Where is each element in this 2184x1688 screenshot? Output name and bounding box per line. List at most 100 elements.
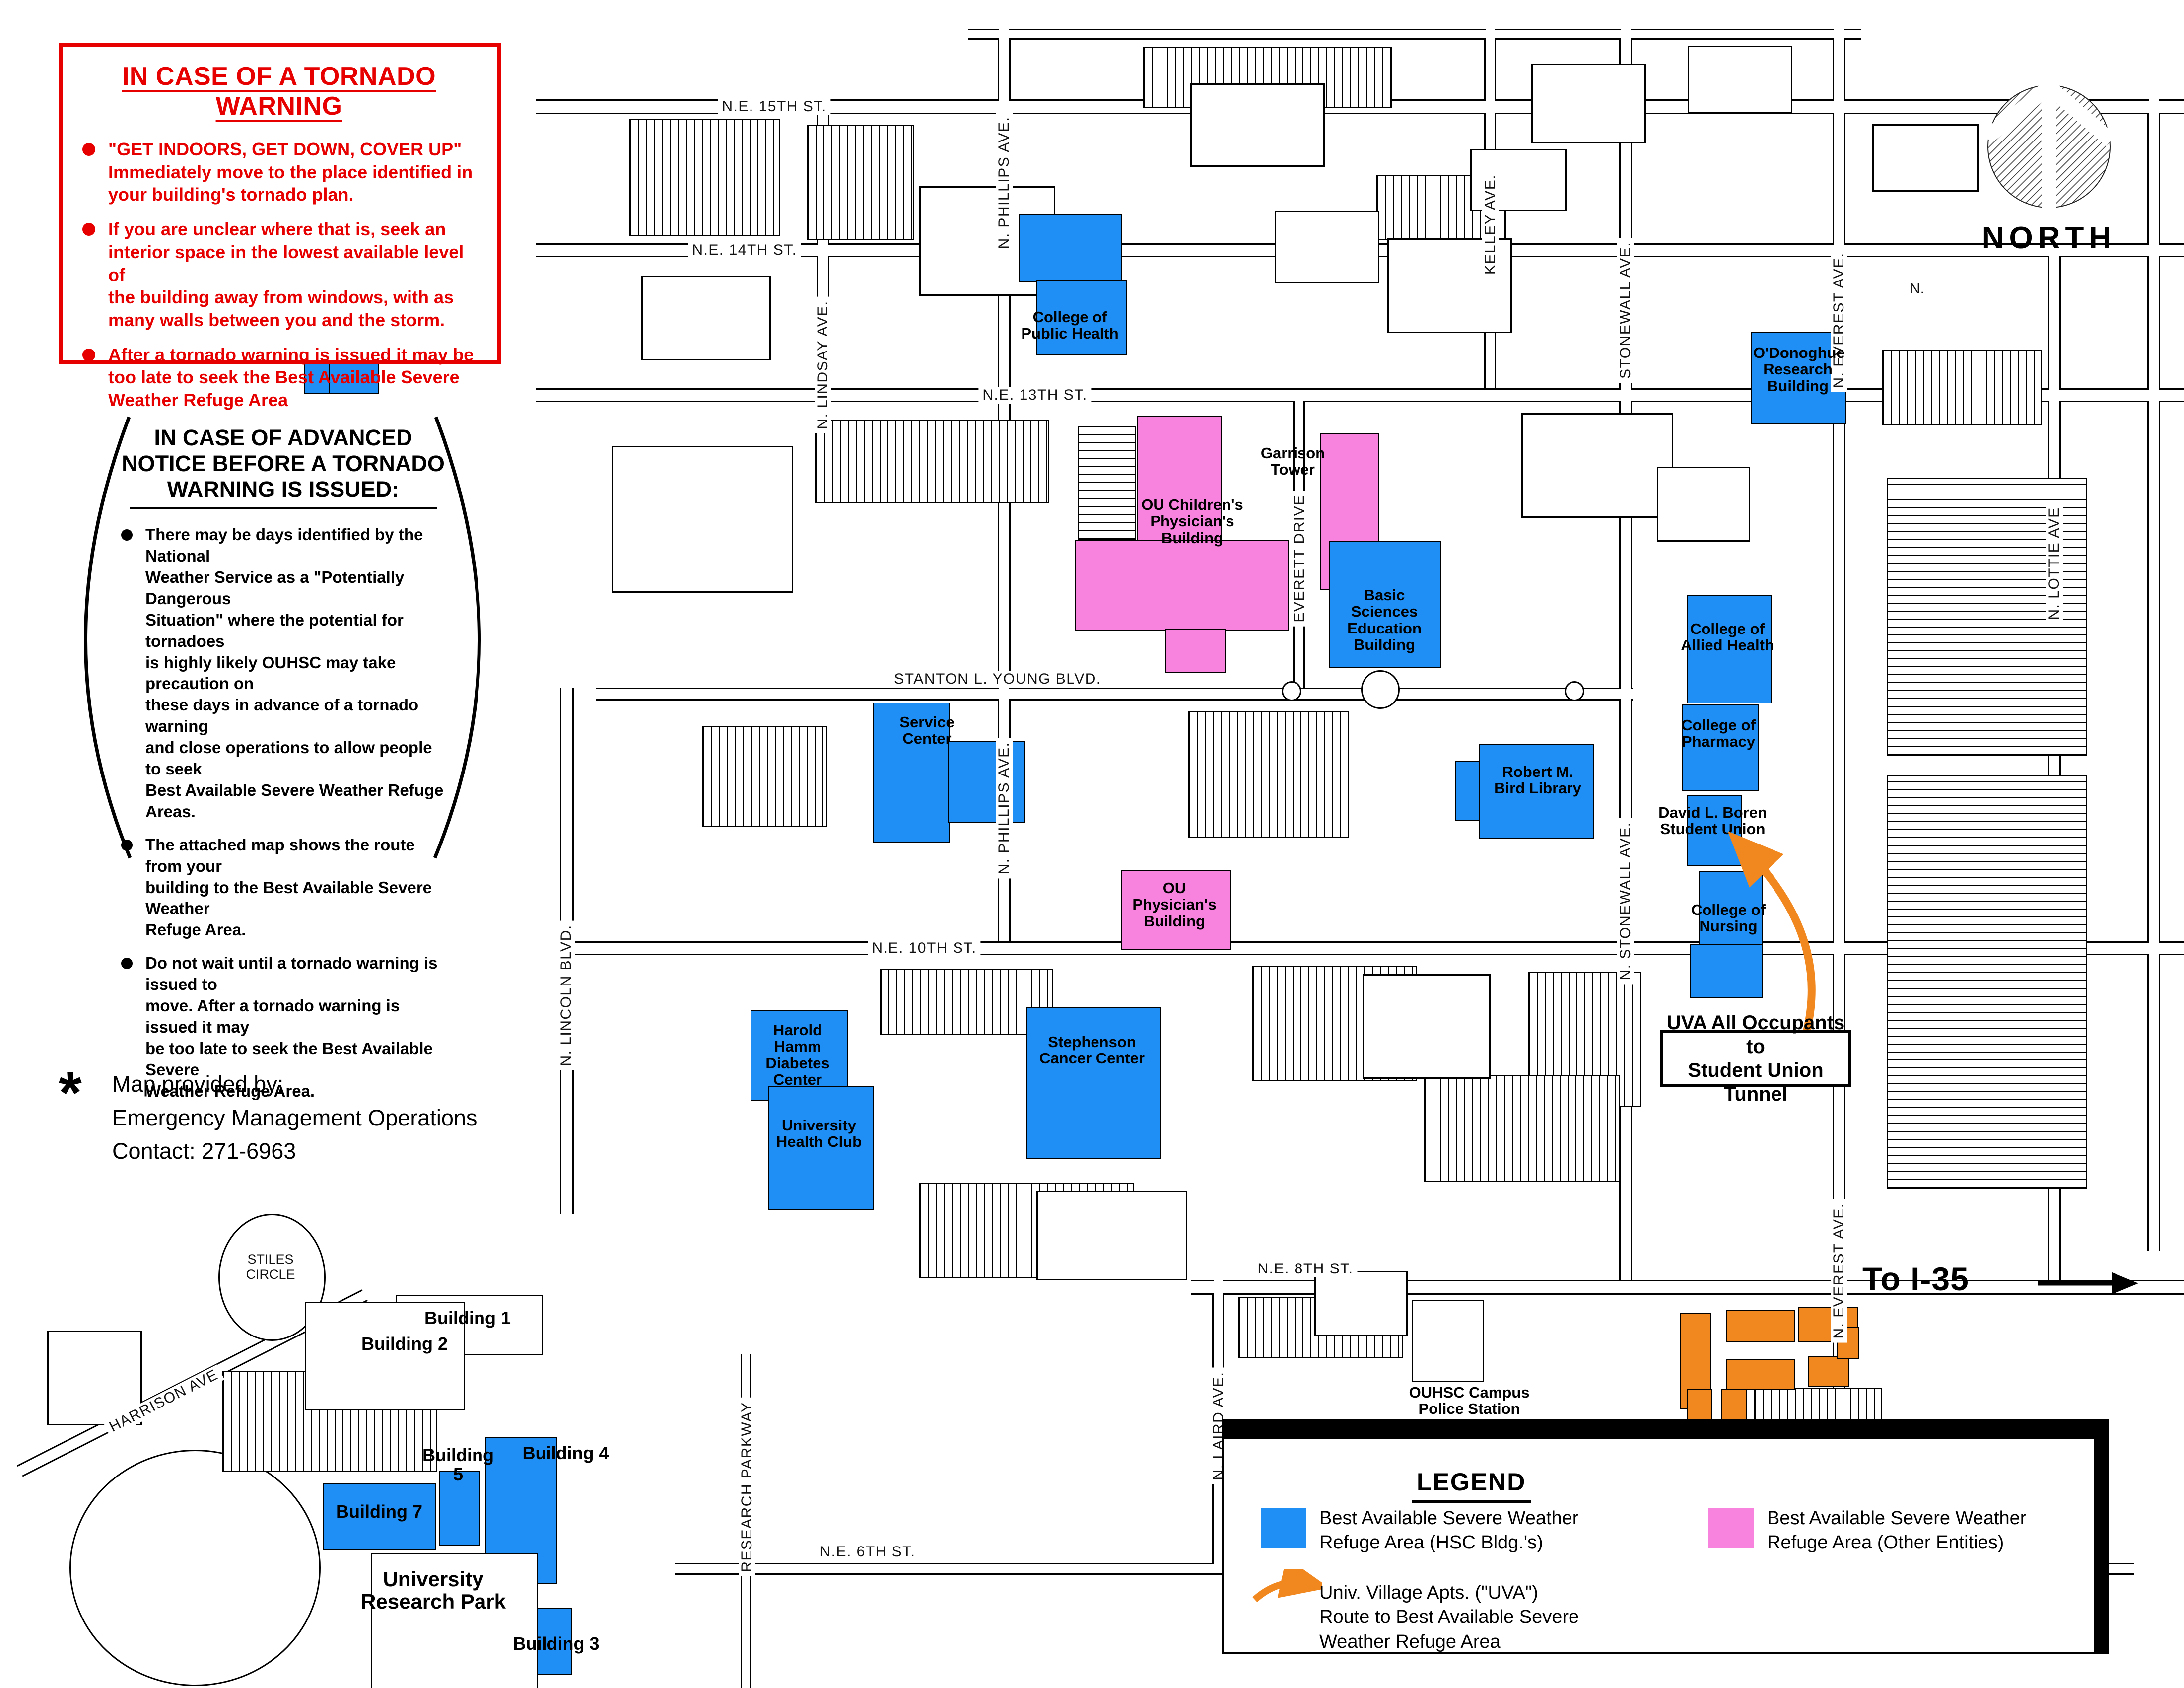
ou-children-s-physician-s-building-label: OU Children's Physician's Building — [1141, 496, 1243, 547]
to-i35-label: To I-35 — [1862, 1260, 1969, 1298]
college-of-nursing — [1690, 944, 1763, 998]
street-label-n-lincoln-blvd: N. LINCOLN BLVD. — [558, 920, 575, 1070]
circular-road — [1282, 681, 1301, 701]
service-center — [948, 741, 1025, 823]
street-label-kelley-ave: KELLEY AVE. — [1482, 170, 1499, 279]
parking-lot — [880, 969, 1053, 1035]
college-of-allied-health-label: College of Allied Health — [1681, 620, 1774, 654]
circular-road — [1361, 670, 1400, 709]
building-outline — [1190, 83, 1325, 167]
parking-lot — [807, 125, 914, 240]
circular-road — [1565, 681, 1584, 701]
university-research-park-label: University Research Park — [361, 1567, 506, 1614]
parking-lot — [1887, 775, 2087, 1189]
harold-hamm-diabetes-center — [751, 1010, 848, 1101]
north-indicator: NORTH — [1975, 77, 2123, 256]
david-l-boren-student-union-label: David L. Boren Student Union — [1658, 804, 1767, 838]
building-outline — [1521, 413, 1673, 518]
circular-road — [69, 1450, 321, 1686]
street-label-n-everest-ave: N. EVEREST AVE. — [1831, 1199, 1847, 1343]
ou-children-s-physician-s-building — [1165, 629, 1226, 673]
street-label-n-e-13th-st: N.E. 13TH ST. — [978, 387, 1092, 404]
street-label-n-lottie-ave: N. LOTTIE AVE — [2046, 503, 2063, 624]
uva-note-box: UVA All Occupants to Student Union Tunne… — [1660, 1012, 1851, 1105]
college-of-public-health — [1036, 280, 1127, 355]
title-underline — [129, 507, 437, 510]
advance-notice-title: IN CASE OF ADVANCED NOTICE BEFORE A TORN… — [122, 425, 445, 502]
building-outline — [641, 276, 771, 360]
street-label-n-phillips-ave: N. PHILLIPS AVE. — [996, 112, 1013, 253]
advance-notice-panel: IN CASE OF ADVANCED NOTICE BEFORE A TORN… — [44, 411, 521, 1100]
university-health-club-label: University Health Club — [776, 1117, 862, 1151]
street-label-everett-drive: EVERETT DRIVE — [1291, 491, 1308, 627]
parking-lot — [629, 119, 780, 236]
advance-bullet: There may be days identified by the Nati… — [145, 525, 444, 821]
bullet-icon — [82, 143, 95, 156]
parking-lot — [815, 420, 1049, 503]
warning-bullet: "GET INDOORS, GET DOWN, COVER UP" Immedi… — [108, 139, 473, 205]
basic-sciences-education-building — [1329, 541, 1441, 668]
map-provider-note: * Map provided by: Emergency Management … — [59, 1059, 477, 1168]
building-outline — [1036, 1191, 1187, 1280]
building-7-label: Building 7 — [336, 1501, 422, 1522]
stephenson-cancer-center-label: Stephenson Cancer Center — [1039, 1033, 1145, 1067]
map-label-stiles-circle: STILES CIRCLE — [246, 1252, 295, 1282]
ouhsc-campus-police-station-label: OUHSC Campus Police Station — [1409, 1384, 1530, 1418]
building-outline — [47, 1331, 142, 1425]
provider-line: Contact: 271-6963 — [112, 1138, 296, 1164]
street-label-n-e-10th-st: N.E. 10TH ST. — [868, 940, 981, 957]
building-4-label: Building 4 — [522, 1443, 609, 1463]
ou-physician-s-building-label: OU Physician's Building — [1132, 879, 1217, 930]
robert-m-bird-library-label: Robert M. Bird Library — [1494, 763, 1581, 797]
uva-apartments — [1726, 1359, 1795, 1390]
building-outline — [1688, 46, 1792, 113]
college-of-allied-health — [1687, 595, 1772, 703]
asterisk-icon: * — [59, 1059, 82, 1126]
advance-bullet: Do not wait until a tornado warning is i… — [145, 954, 438, 1100]
college-of-pharmacy — [1682, 704, 1759, 791]
street-label-research-parkway: RESEARCH PARKWAY — [739, 1398, 755, 1576]
road-fill — [968, 30, 1861, 38]
north-arrow-icon — [1982, 77, 2116, 209]
street-label-n-e-6th-st: N.E. 6TH ST. — [816, 1544, 920, 1560]
legend-panel: LEGEND Best Available Severe Weather Ref… — [1222, 1419, 2109, 1654]
building-1-label: Building 1 — [424, 1308, 511, 1328]
provider-line: Map provided by: — [112, 1071, 284, 1097]
ou-physician-s-building — [1121, 870, 1231, 950]
garrison-tower-label: Garrison Tower — [1260, 444, 1325, 479]
warning-bullet: If you are unclear where that is, seek a… — [108, 219, 464, 331]
warning-bullet: After a tornado warning is issued it may… — [108, 344, 474, 411]
bullet-icon — [82, 348, 95, 361]
parking-lot — [1188, 711, 1349, 838]
uva-apartments — [1726, 1310, 1795, 1342]
college-of-public-health-label: College of Public Health — [1021, 308, 1119, 343]
college-of-pharmacy-label: College of Pharmacy — [1681, 716, 1756, 751]
building-5-label: Building 5 — [422, 1445, 494, 1484]
stephenson-cancer-center — [1026, 1007, 1161, 1159]
street-label-n-e-14th-st: N.E. 14TH ST. — [688, 242, 801, 259]
street-label-n-e-8th-st: N.E. 8TH ST. — [1253, 1261, 1358, 1277]
street-label-stonewall-ave: STONEWALL AVE. — [1617, 237, 1634, 383]
service-center-label: Service Center — [899, 713, 955, 748]
hsc-refuge-swatch — [1261, 1508, 1306, 1548]
bullet-icon — [82, 223, 95, 236]
building-5 — [439, 1471, 480, 1546]
parking-lot — [702, 726, 827, 827]
bullet-icon — [121, 839, 133, 851]
to-i35-text: To I-35 — [1862, 1261, 1969, 1297]
building-outline — [1531, 64, 1646, 143]
university-health-club — [768, 1086, 874, 1210]
parking-lot — [1424, 1075, 1620, 1182]
bullet-icon — [121, 958, 133, 970]
ou-children-s-physician-s-building — [1075, 540, 1289, 631]
building-outline — [1275, 211, 1379, 283]
road-fill — [2149, 99, 2159, 1251]
ouhsc-campus-police-station — [1412, 1300, 1484, 1382]
o-donoghue-research-building-label: O'Donoghue Research Building — [1753, 344, 1845, 395]
building-3-label: Building 3 — [513, 1633, 600, 1654]
street-label-n-e-15th-st: N.E. 15TH ST. — [718, 98, 831, 115]
north-label: NORTH — [1981, 221, 2116, 255]
university-research-park — [371, 1553, 538, 1688]
building-outline — [1314, 1271, 1408, 1336]
robert-m-bird-library — [1455, 761, 1482, 821]
